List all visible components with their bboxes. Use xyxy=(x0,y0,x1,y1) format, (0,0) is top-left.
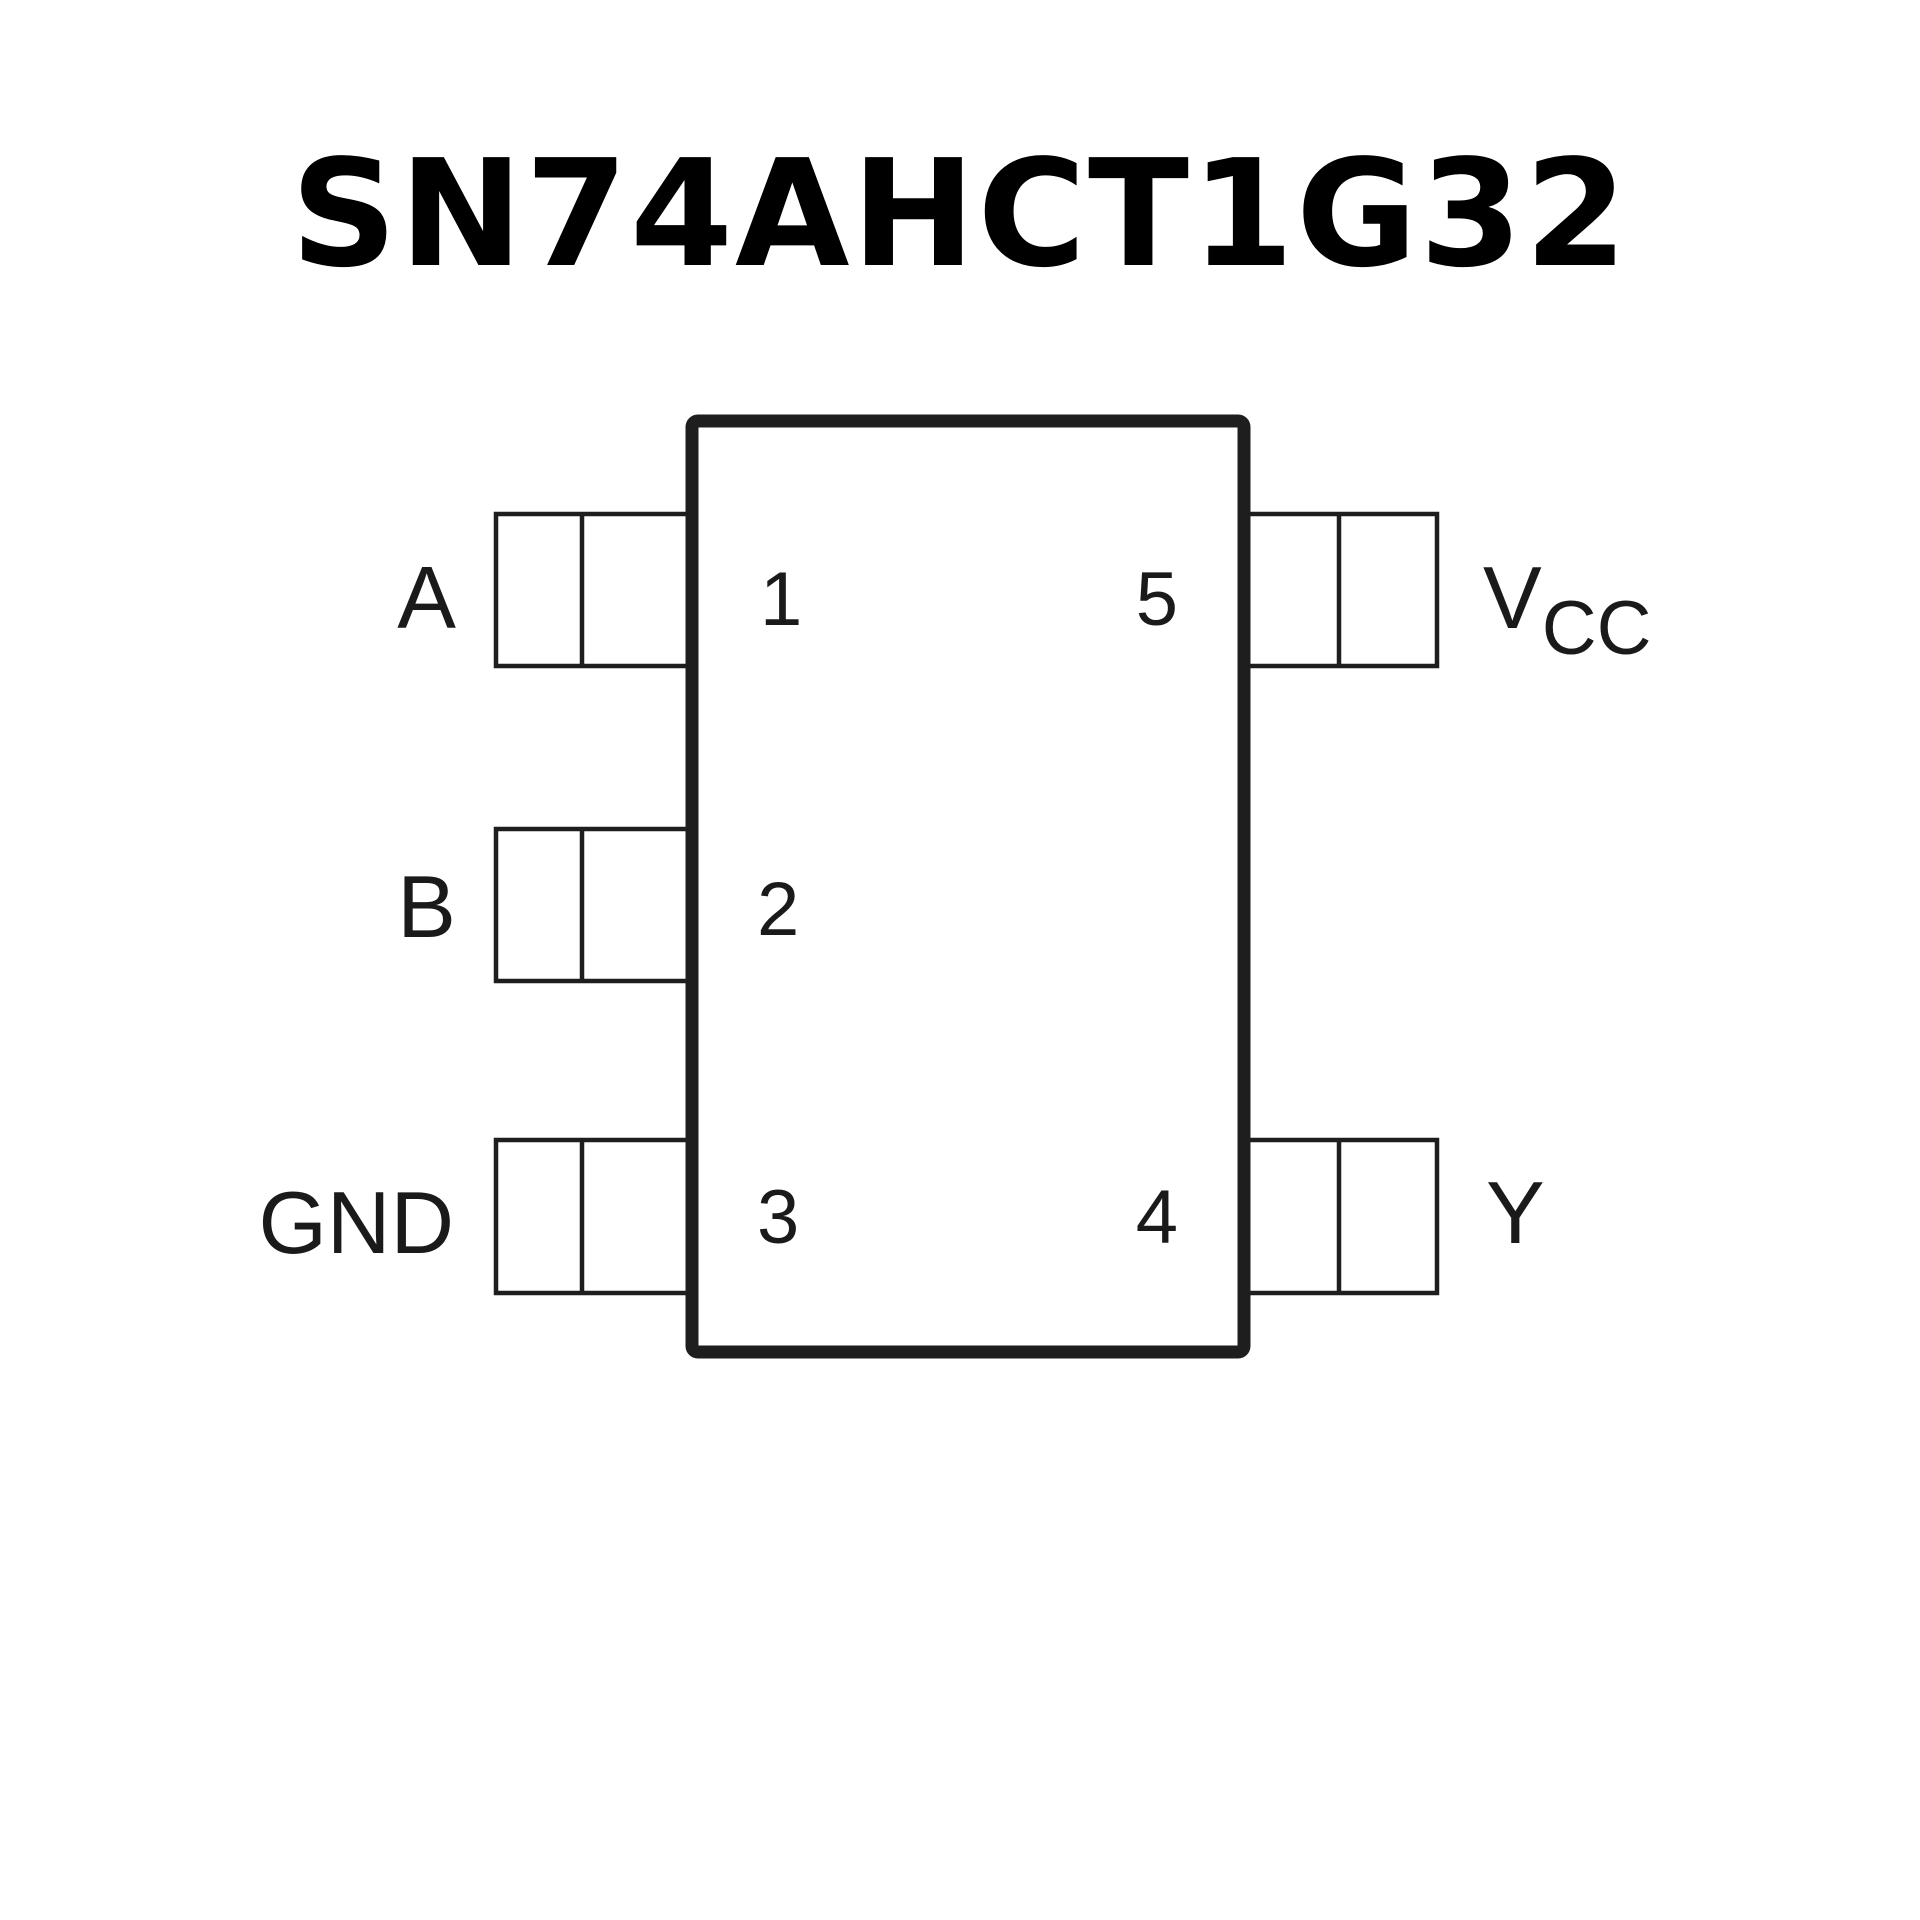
pin-3-pad xyxy=(493,1137,686,1296)
part-number-title: SN74AHCT1G32 xyxy=(290,128,1630,300)
pin-2-number: 2 xyxy=(757,867,799,952)
ic-body xyxy=(685,414,1251,1359)
pin-2-pad xyxy=(493,826,686,984)
pin-3-name: GND xyxy=(258,1173,454,1272)
pin-4-pad xyxy=(1250,1137,1440,1296)
pin-5-name-subscript: CC xyxy=(1542,586,1652,671)
pin-2-name: B xyxy=(397,857,456,956)
pin-4-number: 4 xyxy=(1136,1175,1178,1260)
pin-5-number: 5 xyxy=(1136,557,1178,642)
pin-3-number: 3 xyxy=(757,1175,799,1260)
pin-4-name: Y xyxy=(1486,1163,1545,1262)
pin-1-pad xyxy=(493,511,686,669)
pin-5-name-main: V xyxy=(1483,548,1542,647)
pin-1-name: A xyxy=(397,548,456,647)
pin-5-pad xyxy=(1250,511,1440,669)
pin-5-name: VCC xyxy=(1483,548,1651,671)
pin-1-number: 1 xyxy=(760,557,802,642)
